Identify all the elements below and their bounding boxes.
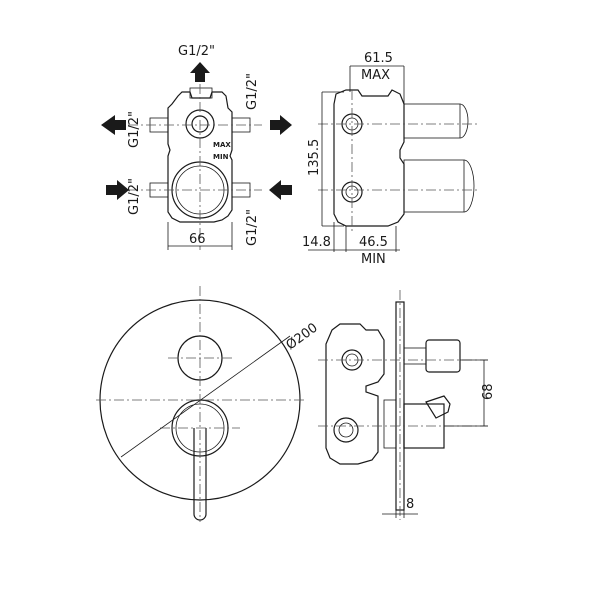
cartridge-lower: [403, 159, 465, 213]
side-body-outline: [333, 89, 405, 227]
bottom-right-view: 68 8: [318, 290, 496, 520]
right-upper-label: G1/2": [245, 73, 260, 110]
diverter-stem: [403, 347, 427, 365]
left-arrow-icon-lower: [269, 180, 292, 200]
right-arrow-icon-lower: [106, 180, 129, 200]
lever-side: [425, 395, 451, 419]
top-right-view: 61.5 MAX 135.5 14.8 46.5 MIN: [302, 51, 480, 267]
left-lower-label: G1/2": [127, 178, 142, 215]
outlet-pipe-upper: [403, 103, 461, 139]
diverter-cap: [425, 339, 461, 373]
right-lower-label: G1/2": [245, 209, 260, 246]
right-arrow-icon-upper: [270, 115, 292, 135]
inlet-top-label: G1/2": [178, 44, 215, 59]
width-dim: 66: [189, 232, 206, 247]
top-left-view: MAX MIN G1/2" G1/2" G1/2" G1/2" G1/2" 66: [101, 44, 292, 250]
spacing-dim: 68: [481, 383, 496, 400]
left-arrow-icon-upper: [101, 115, 126, 135]
height-dim: 135.5: [307, 139, 322, 176]
bottom-left-view: Ø200: [96, 286, 321, 522]
up-arrow-icon: [190, 62, 210, 82]
left-upper-label: G1/2": [127, 111, 142, 148]
body-mark-max: MAX: [213, 141, 231, 149]
depth-min-value: 46.5: [359, 235, 388, 250]
body-sleeve: [383, 399, 397, 449]
plate-dim: 8: [406, 497, 414, 512]
depth-max-value: 61.5: [364, 51, 393, 66]
depth-min-label: MIN: [361, 252, 386, 267]
depth-max-label: MAX: [361, 68, 390, 83]
top-inlet-fitting: [189, 87, 213, 99]
body-mark-min: MIN: [213, 153, 229, 161]
offset-dim: 14.8: [302, 235, 331, 250]
diameter-dim: Ø200: [284, 321, 321, 354]
installed-body-outline: [325, 323, 385, 465]
